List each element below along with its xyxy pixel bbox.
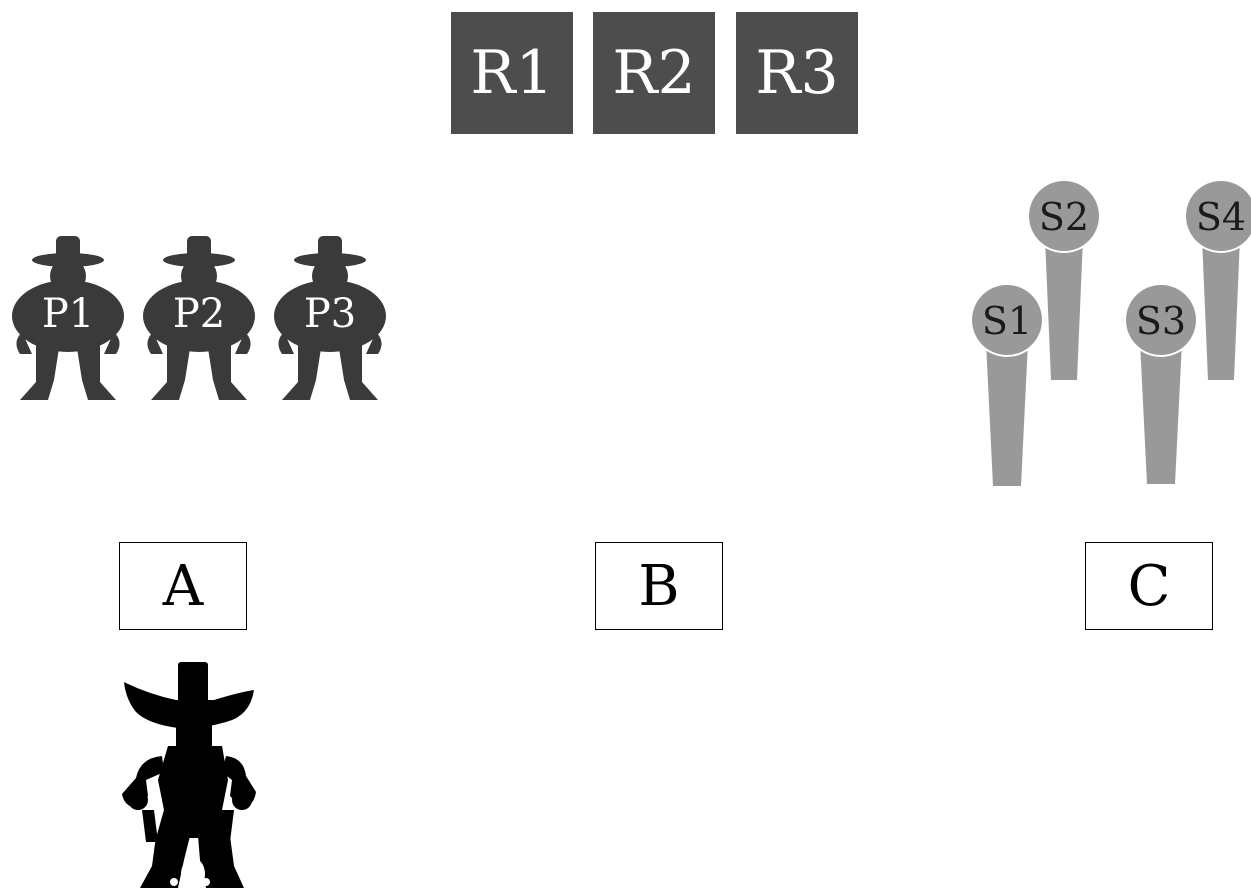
zone-a[interactable]: A <box>119 542 247 630</box>
player-label: P1 <box>41 291 95 337</box>
spot-label: S1 <box>981 299 1033 343</box>
microphone-stand-icon <box>1124 283 1198 484</box>
bandit-figure[interactable] <box>118 660 258 890</box>
spot-label: S3 <box>1135 299 1187 343</box>
player-label: P2 <box>172 291 226 337</box>
spot-marker-s4[interactable]: S4 <box>1184 180 1251 382</box>
spot-marker-s3[interactable]: S3 <box>1124 283 1198 488</box>
microphone-stand-icon <box>970 283 1044 486</box>
room-card-label: R3 <box>755 38 839 108</box>
player-token-p2[interactable]: P2 <box>139 232 259 404</box>
player-label: P3 <box>303 291 357 337</box>
microphone-stand-icon <box>1027 179 1101 380</box>
player-token-p3[interactable]: P3 <box>270 232 390 404</box>
spot-label: S2 <box>1038 195 1090 239</box>
spot-marker-s2[interactable]: S2 <box>1027 179 1101 382</box>
room-card-r2[interactable]: R2 <box>593 12 715 134</box>
room-card-r1[interactable]: R1 <box>451 12 573 134</box>
room-card-label: R1 <box>470 38 554 108</box>
zone-label: A <box>162 553 204 619</box>
bandit-silhouette-icon <box>122 662 256 890</box>
spot-marker-s1[interactable]: S1 <box>970 283 1044 488</box>
microphone-stand-icon <box>1184 180 1251 380</box>
zone-c[interactable]: C <box>1085 542 1213 630</box>
cowboy-silhouette-icon <box>143 236 255 400</box>
room-card-label: R2 <box>612 38 696 108</box>
zone-b[interactable]: B <box>595 542 723 630</box>
zone-label: B <box>638 553 680 619</box>
cowboy-silhouette-icon <box>274 236 386 400</box>
cowboy-silhouette-icon <box>12 236 124 400</box>
spot-label: S4 <box>1195 195 1247 239</box>
zone-label: C <box>1127 553 1171 619</box>
player-token-p1[interactable]: P1 <box>8 232 128 404</box>
room-card-r3[interactable]: R3 <box>736 12 858 134</box>
